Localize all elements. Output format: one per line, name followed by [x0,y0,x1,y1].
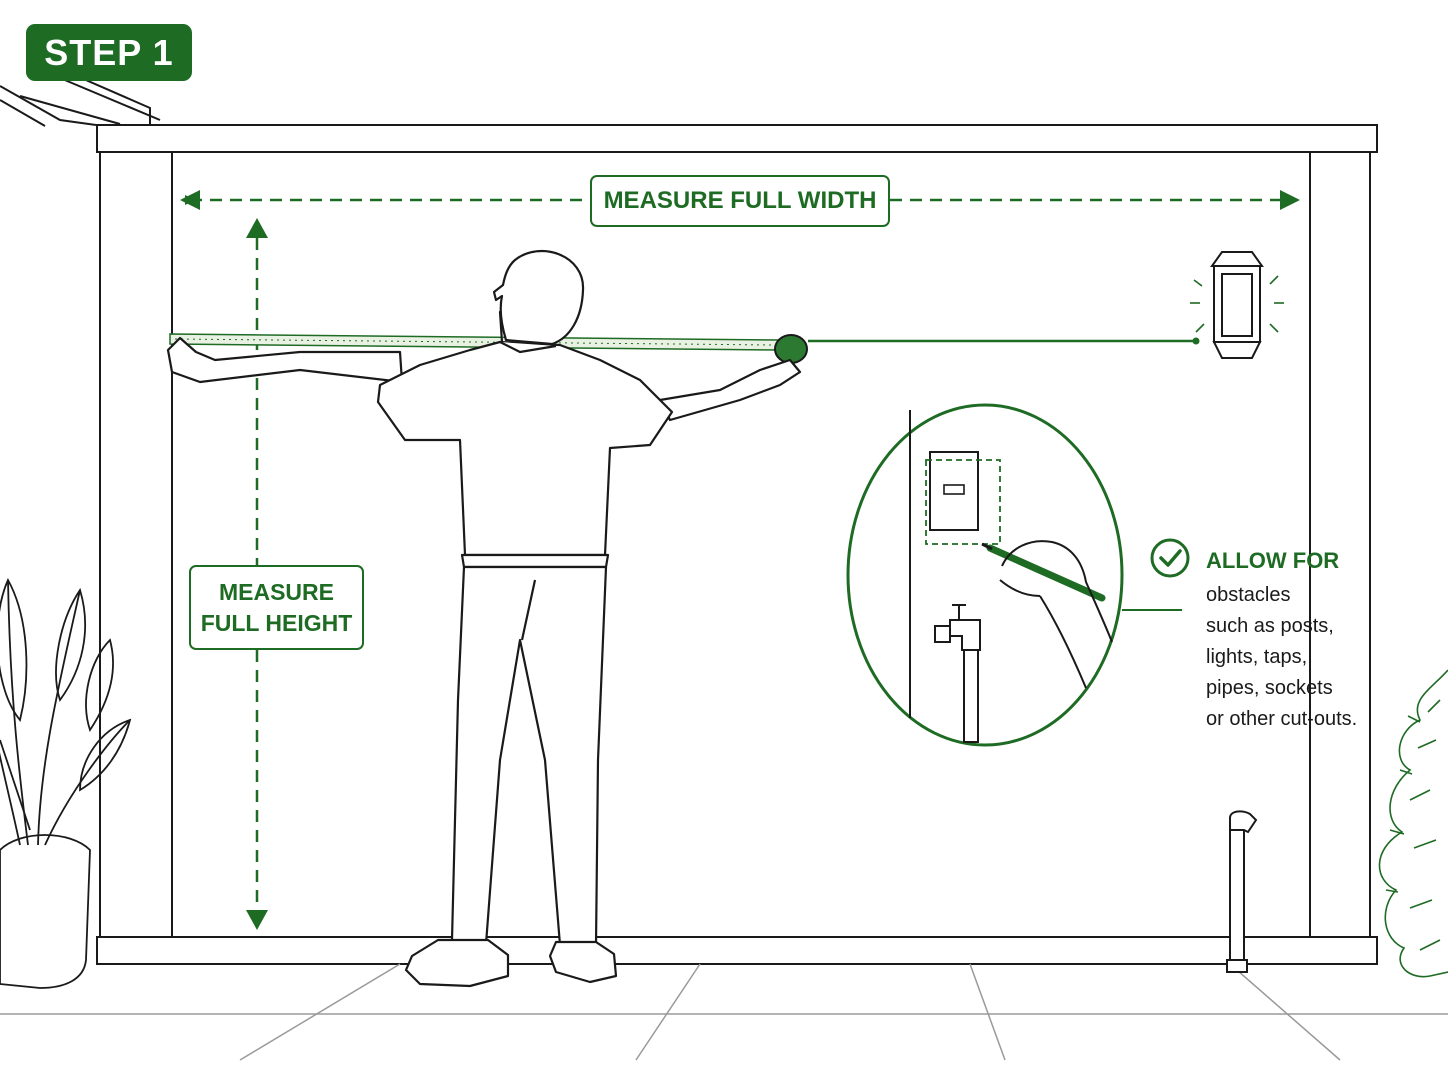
allow-for-line: pipes, sockets [1206,677,1333,699]
height-dimension-arrow [246,218,268,930]
width-dimension-arrow [180,190,1300,210]
tap-icon [934,604,981,743]
wall-lamp-icon [1190,251,1284,359]
pipe-icon [1226,810,1258,973]
tape-measure-icon [169,333,1200,364]
allow-for-line: lights, taps, [1206,646,1308,668]
step-badge: STEP 1 [26,24,192,81]
allow-for-line: such as posts, [1206,615,1334,637]
measure-height-line-2: FULL HEIGHT [200,609,353,636]
wall-frame [96,124,1378,965]
check-circle-icon [1150,538,1190,578]
hand-drawing [999,540,1113,689]
man-figure [166,250,802,988]
shrub-icon [1378,669,1448,978]
allow-for-body: obstacles such as posts, lights, taps, p… [1206,580,1406,735]
measure-height-label: MEASURE FULL HEIGHT [189,565,364,650]
obstacle-inset [846,403,1182,747]
allow-for-line: or other cut-outs. [1206,708,1358,730]
allow-for-title: ALLOW FOR [1206,548,1340,573]
power-outlet-icon [925,451,1001,545]
floor-paving [0,963,1448,1061]
measure-width-text: MEASURE FULL WIDTH [603,187,877,214]
plant-icon [0,577,132,989]
measure-height-line-1: MEASURE [218,578,334,605]
measure-width-label: MEASURE FULL WIDTH [590,175,890,227]
allow-for-line: obstacles [1206,584,1291,606]
